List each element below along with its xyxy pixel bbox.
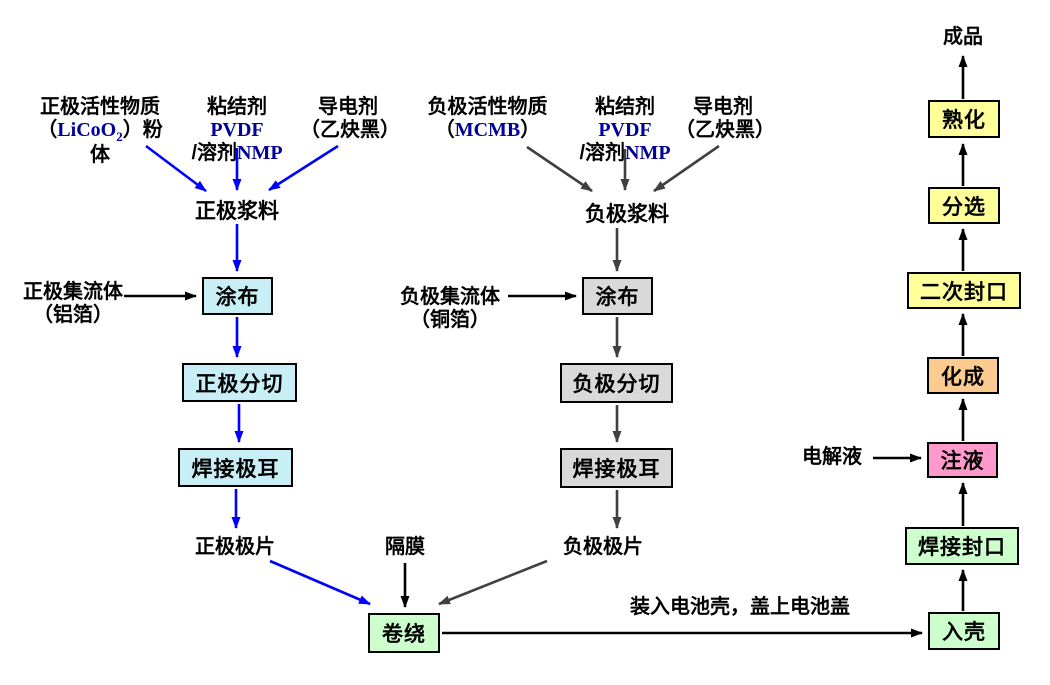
label-neg-conductive: 导电剂 （乙炔黑） xyxy=(675,96,775,142)
arrow-pos-sheet-to-winding xyxy=(269,559,371,606)
box-formation: 化成 xyxy=(927,357,999,394)
label-pos-conductive: 导电剂 （乙炔黑） xyxy=(300,96,400,142)
box-winding: 卷绕 xyxy=(368,613,440,653)
pos-active-line1: 正极活性物质 xyxy=(40,96,160,118)
label-neg-binder: 粘结剂 PVDF /溶剂NMP xyxy=(575,96,675,166)
pos-active-formula-sub: 2 xyxy=(116,129,123,145)
box-weld-tab-positive: 焊接极耳 xyxy=(178,448,293,487)
binder-pvdf: PVDF xyxy=(598,119,652,142)
binder-line1: 粘结剂 xyxy=(207,96,267,118)
neg-collector-line1: 负极集流体 xyxy=(400,286,500,308)
label-pos-sheet: 正极极片 xyxy=(195,536,275,558)
label-pos-active-material: 正极活性物质 （LiCoO2）粉 体 xyxy=(30,96,170,167)
neg-collector-line2: （铜箔） xyxy=(410,309,490,332)
binder-solvent: /溶剂 xyxy=(579,142,625,165)
box-weld-tab-negative: 焊接极耳 xyxy=(560,448,673,488)
label-electrolyte: 电解液 xyxy=(802,446,862,468)
neg-active-paren-close: ） xyxy=(520,119,541,142)
pos-active-formula: LiCoO xyxy=(57,119,117,142)
pos-active-line3: 体 xyxy=(90,144,110,167)
neg-active-formula: MCMB xyxy=(454,119,521,142)
box-slitting-negative: 负极分切 xyxy=(560,363,673,403)
box-second-seal: 二次封口 xyxy=(907,272,1021,309)
label-neg-collector: 负极集流体 （铜箔） xyxy=(395,286,505,332)
binder-line1: 粘结剂 xyxy=(595,96,655,118)
pos-collector-line1: 正极集流体 xyxy=(23,281,123,303)
box-aging: 熟化 xyxy=(928,100,1000,138)
box-coating-negative: 涂布 xyxy=(582,277,653,315)
neg-active-line1: 负极活性物质 xyxy=(427,96,548,118)
box-slitting-positive: 正极分切 xyxy=(182,363,297,402)
neg-active-paren-open: （ xyxy=(434,119,455,142)
conductive-line2: （乙炔黑） xyxy=(675,119,775,142)
label-case-instruction: 装入电池壳，盖上电池盖 xyxy=(630,596,850,618)
label-final-product: 成品 xyxy=(943,26,983,48)
label-pos-binder: 粘结剂 PVDF /溶剂NMP xyxy=(187,96,287,166)
label-pos-collector: 正极集流体 （铝箔） xyxy=(18,281,128,327)
conductive-line1: 导电剂 xyxy=(693,96,753,118)
arrow-neg-sheet-to-winding xyxy=(438,559,548,606)
conductive-line2: （乙炔黑） xyxy=(300,119,400,142)
pos-active-paren-close: ）粉 xyxy=(122,119,163,142)
label-neg-active-material: 负极活性物质 （MCMB） xyxy=(420,96,555,142)
box-into-case: 入壳 xyxy=(928,612,1000,650)
box-weld-seal: 焊接封口 xyxy=(905,527,1019,565)
label-pos-slurry: 正极浆料 xyxy=(195,200,279,223)
pos-active-paren-open: （ xyxy=(37,119,58,142)
label-neg-slurry: 负极浆料 xyxy=(585,203,669,226)
binder-pvdf: PVDF xyxy=(210,119,264,142)
binder-solvent: /溶剂 xyxy=(191,142,237,165)
box-coating-positive: 涂布 xyxy=(202,277,273,315)
pos-collector-line2: （铝箔） xyxy=(33,304,113,327)
label-separator: 隔膜 xyxy=(385,536,425,558)
binder-nmp: NMP xyxy=(237,142,283,165)
conductive-line1: 导电剂 xyxy=(318,96,378,118)
box-inject-electrolyte: 注液 xyxy=(927,442,998,478)
label-neg-sheet: 负极极片 xyxy=(563,536,643,558)
box-sorting: 分选 xyxy=(928,187,1000,224)
binder-nmp: NMP xyxy=(625,142,671,165)
